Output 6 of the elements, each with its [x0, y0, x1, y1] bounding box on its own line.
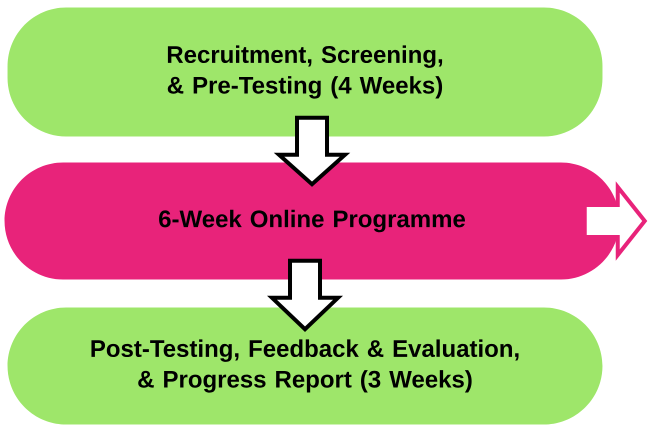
process-box: Recruitment, Screening, & Pre-Testing (4 Weeks) [8, 7, 602, 137]
block-arrow [274, 116, 350, 187]
block-arrow [267, 258, 343, 332]
block-arrow [582, 181, 648, 261]
process-box: Post-Testing, Feedback & Evaluation, & Progress Report (3 Weeks) [8, 307, 602, 425]
process-box: 6-Week Online Programme [4, 162, 620, 280]
